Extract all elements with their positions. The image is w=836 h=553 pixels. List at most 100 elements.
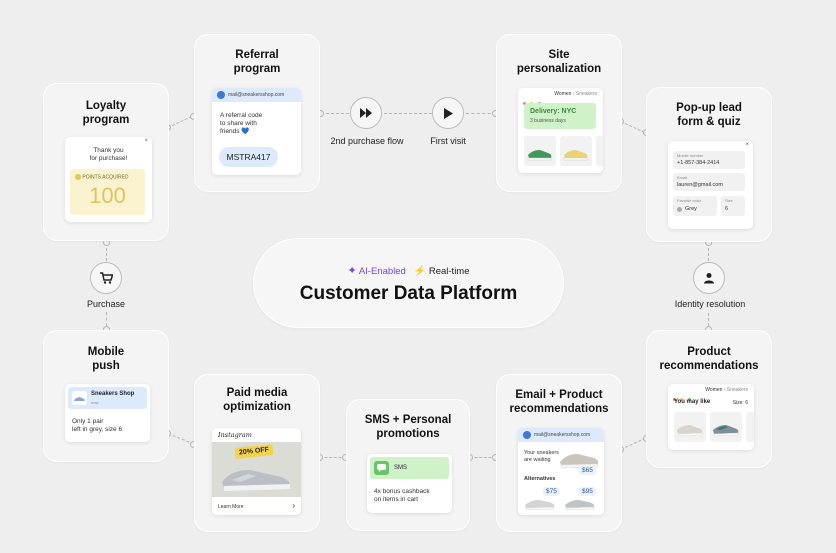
window-dot-icon [680,398,684,401]
breadcrumb-women[interactable]: Women [705,387,723,393]
loyalty-card: Loyalty program × Thank you for purchase… [43,83,169,241]
sneaker-icon [713,425,739,437]
referral-msg-line3: friends 💙 [220,128,250,135]
sneaker-icon [527,150,552,161]
points-row: POINTS ACQUIRED [75,174,129,180]
cart-button[interactable] [90,262,122,294]
breadcrumb-sneakers[interactable]: Sneakers [726,387,748,393]
push-message: Only 1 pair left in grey, size 6 [72,418,122,434]
sms-label: SMS [394,465,408,471]
connector-site-popup [620,121,645,133]
connector-referral-flow [321,113,349,114]
email-header: mail@sneakersshop.com [518,428,604,442]
email-msg-line2: are waiting [524,457,551,463]
referral-email: mail@sneakersshop.com A referral code to… [212,88,301,175]
rec-sneaker-1[interactable] [674,412,706,442]
popup-title-line2: form & quiz [677,116,741,128]
paid-card: Paid media optimization Instagram 20% OF… [194,374,320,532]
learn-more-link[interactable]: Learn More [218,504,244,510]
sms-app-icon [374,461,389,475]
identity-button[interactable] [693,262,725,294]
connector-purchase-push [106,312,107,332]
connector-flow-visit [384,113,432,114]
rec-sneaker-2[interactable] [710,412,742,442]
close-icon[interactable]: × [745,142,749,148]
connector-visit-site [466,113,496,114]
referral-card: Referral program mail@sneakersshop.com A… [194,34,320,192]
points-label: POINTS ACQUIRED [82,174,129,181]
products-breadcrumb: Women › Sneakers [705,387,748,393]
paid-title-line1: Paid media [226,387,288,399]
product-yellow-sneaker[interactable] [560,136,592,166]
products-card: Product recommendations Women › Sneakers… [646,330,772,468]
delivery-subtext: 3 business days [530,118,566,124]
chevron-right-icon[interactable]: › [292,501,295,510]
products-browser: Women › Sneakers You may like Size: 6 [668,384,754,450]
email-address: mail@sneakersshop.com [534,432,591,438]
connector-loyalty-referral [167,116,192,128]
size-field[interactable]: Size 6 [721,196,745,216]
phone-field-value: +1-857-384-2414 [677,160,720,166]
referral-title: Referral program [195,48,319,76]
sneaker-icon [565,500,595,511]
phone-field[interactable]: Mobile number +1-857-384-2414 [673,151,745,169]
fast-forward-button[interactable] [350,97,382,129]
email-price-alt2: $95 [579,487,596,496]
alt-sneaker-2[interactable] [562,494,598,512]
window-dot-icon [673,398,676,401]
email-message: Your sneakers are waiting [524,450,559,464]
popup-title: Pop-up lead form & quiz [647,101,771,129]
second-purchase-label: 2nd purchase flow [330,136,404,146]
referral-title-line2: program [233,63,281,75]
sparkle-icon: ✦ [347,265,357,277]
instagram-ad[interactable]: Instagram 20% OFF Learn More › [212,428,301,515]
color-field[interactable]: Favorite color Grey [673,196,717,216]
phone-field-label: Mobile number [677,153,704,158]
site-breadcrumb: Women › Sneakers [554,91,597,97]
sneaker-icon [677,425,703,437]
breadcrumb-sneakers[interactable]: Sneakers [575,91,597,97]
email-header: mail@sneakersshop.com [212,88,301,102]
chat-bubble-icon [377,464,386,472]
email-msg-line1: Your sneakers [524,450,559,456]
sms-title-line1: SMS + Personal [364,414,452,426]
site-title-line2: personalization [516,63,602,75]
breadcrumb-women[interactable]: Women [554,91,572,97]
person-icon [704,273,714,284]
connector-email-products [620,437,646,450]
push-notification[interactable]: Sneakers Shop now Only 1 pair left in gr… [65,384,150,442]
connector-sms-email [470,457,496,458]
play-icon [444,107,453,119]
push-title-line2: push [92,360,120,372]
rec-partial[interactable] [746,412,754,442]
connector-identity-products [708,313,709,331]
referral-code[interactable]: MSTRA417 [219,147,278,167]
email-preview[interactable]: mail@sneakersshop.com Your sneakers are … [518,428,604,515]
push-msg-line1: Only 1 pair [72,418,104,425]
alt-sneaker-1[interactable] [522,494,558,512]
close-icon[interactable]: × [144,138,148,144]
email-field-label: Email [677,175,688,180]
site-card: Site personalization Women › Sneakers De… [496,34,622,192]
first-visit-label: First visit [430,136,466,146]
referral-msg-line2: to share with [220,120,257,127]
play-button[interactable] [432,97,464,129]
app-icon [72,391,87,405]
loyalty-title-line1: Loyalty [85,100,127,112]
fast-forward-icon [360,108,372,118]
delivery-banner: Delivery: NYC 3 business days [524,103,596,129]
product-partial[interactable] [596,136,603,166]
grey-swatch-icon [677,207,682,212]
mail-icon [523,431,531,439]
cart-icon [99,272,113,284]
paid-title: Paid media optimization [195,386,319,414]
site-browser: Women › Sneakers Delivery: NYC 3 busines… [518,88,603,173]
product-green-sneaker[interactable] [524,136,556,166]
email-price-main: $65 [579,466,596,475]
push-app-name: Sneakers Shop [91,391,135,397]
products-title-line1: Product [687,346,731,358]
color-field-value: Grey [685,206,697,212]
sms-message[interactable]: SMS 4x bonus cashback on items in cart [367,454,452,513]
email-field[interactable]: Email lauren@gmail.com [673,173,745,191]
size-field-value: 6 [725,206,729,212]
